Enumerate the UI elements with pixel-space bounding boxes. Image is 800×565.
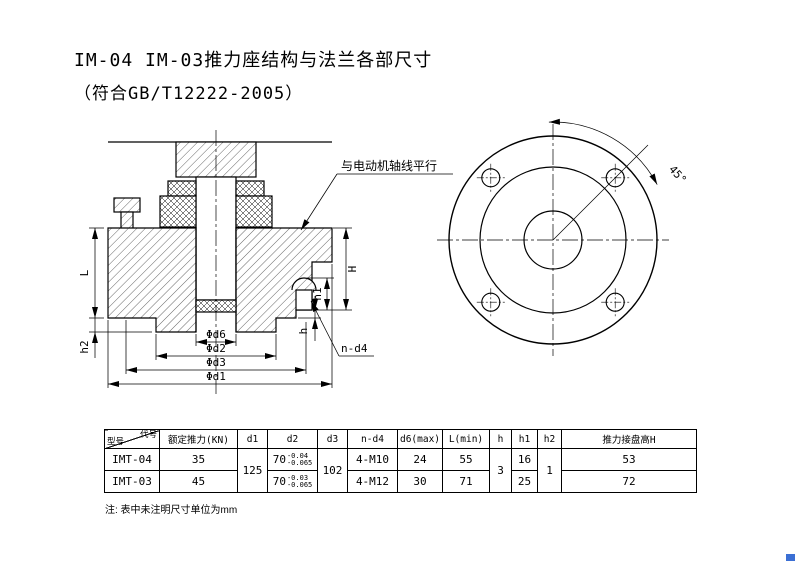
dim-label-h: h <box>297 328 310 335</box>
header-code-label: 代号 <box>139 430 157 440</box>
dim-label-H: H <box>346 266 359 273</box>
axis-leader-annotation: 与电动机轴线平行 <box>300 158 453 231</box>
cell-h1-1: 25 <box>511 470 538 493</box>
washer-right-section <box>235 180 265 197</box>
cell-n-d4-0: 4-M10 <box>347 448 398 471</box>
header-l-min: L(min) <box>442 429 490 449</box>
axis-parallel-note: 与电动机轴线平行 <box>341 158 437 173</box>
cell-H-1: 72 <box>561 470 697 493</box>
d2-base-1: 70 <box>272 474 286 488</box>
header-d1: d1 <box>237 429 268 449</box>
header-n-d4: n-d4 <box>347 429 398 449</box>
angle-dimension-arc <box>548 118 658 185</box>
dim-label-d1: Φd1 <box>206 370 226 383</box>
page-title: IM-04 IM-03推力座结构与法兰各部尺寸 <box>74 50 433 71</box>
d2-lower-tolerance-1: -0.065 <box>286 480 313 489</box>
dim-label-L: L <box>78 269 91 276</box>
cell-H-0: 53 <box>561 448 697 471</box>
d2-upper-tolerance-1: -0.03 <box>286 473 309 482</box>
dim-label-h1: h1 <box>311 287 324 300</box>
header-h1: h1 <box>511 429 538 449</box>
plug-bolt-dome <box>291 277 317 291</box>
section-dimension-labels: L h2 H h1 h Φd6 Φd2 Φd3 Φd1 n-d4 <box>78 266 368 383</box>
section-view <box>107 130 333 394</box>
cell-l-min-0: 55 <box>442 448 490 471</box>
table-row-imt04: IMT-04 35 125 70-0.04-0.065 102 4-M10 24… <box>104 448 697 493</box>
header-d3: d3 <box>317 429 348 449</box>
locknut-left-section <box>159 195 197 228</box>
side-bolt-head <box>113 197 141 213</box>
table-header-row: 代号 型号 额定推力(KN) d1 d2 d3 n-d4 d6(max) L(m… <box>104 429 697 449</box>
cell-h1-0: 16 <box>511 448 538 471</box>
table-row-imt03: IMT-03 45 70-0.03-0.065 4-M12 30 71 25 7… <box>104 470 697 493</box>
leader-n-d4 <box>310 300 340 357</box>
cell-d6-1: 30 <box>397 470 443 493</box>
flange-view: 45° <box>437 118 689 356</box>
dim-label-d2: Φd2 <box>206 342 226 355</box>
header-thrust-plate-height: 推力接盘高H <box>561 429 697 449</box>
cell-d6-0: 24 <box>397 448 443 471</box>
plug-bolt-stem <box>295 289 313 311</box>
dim-label-n-d4: n-d4 <box>341 342 368 355</box>
dim-label-d3: Φd3 <box>206 356 226 369</box>
cell-model-1: IMT-03 <box>104 470 160 493</box>
page-subtitle: （符合GB/T12222-2005） <box>74 84 304 104</box>
cell-n-d4-1: 4-M12 <box>347 470 398 493</box>
angle-label: 45° <box>666 163 689 186</box>
d2-lower-tolerance-0: -0.065 <box>286 458 313 467</box>
header-h2: h2 <box>537 429 562 449</box>
leader-arrow-line <box>300 173 338 231</box>
locknut-right-section <box>235 195 273 228</box>
cell-h-merged: 3 <box>489 448 512 493</box>
cell-model-0: IMT-04 <box>104 448 160 471</box>
cell-d3-merged: 102 <box>317 448 348 493</box>
header-h: h <box>489 429 512 449</box>
cell-h2-merged: 1 <box>537 448 562 493</box>
cell-rated-thrust-1: 45 <box>159 470 238 493</box>
dimension-table: 代号 型号 额定推力(KN) d1 d2 d3 n-d4 d6(max) L(m… <box>104 429 697 493</box>
table-note: 注: 表中未注明尺寸单位为mm <box>105 505 238 516</box>
section-dimensions <box>89 227 374 388</box>
d2-upper-tolerance-0: -0.04 <box>286 451 309 460</box>
cell-d2-1: 70-0.03-0.065 <box>267 470 318 493</box>
dim-label-h2: h2 <box>78 340 91 353</box>
bolt-axis-45-line <box>552 144 649 241</box>
washer-left-section <box>167 180 197 197</box>
cell-d2-0: 70-0.04-0.065 <box>267 448 318 471</box>
d2-base-0: 70 <box>272 452 286 466</box>
dim-label-d6: Φd6 <box>206 328 226 341</box>
header-rated-thrust: 额定推力(KN) <box>159 429 238 449</box>
header-model-label: 型号 <box>107 437 125 447</box>
header-d2: d2 <box>267 429 318 449</box>
header-model-code-cell: 代号 型号 <box>104 429 160 449</box>
thrust-seat-body-right <box>235 227 333 333</box>
cell-d1-merged: 125 <box>237 448 268 493</box>
cell-rated-thrust-0: 35 <box>159 448 238 471</box>
page-corner-mark <box>786 554 795 561</box>
header-d6-max: d6(max) <box>397 429 443 449</box>
thrust-seat-body-left <box>107 227 197 333</box>
cell-l-min-1: 71 <box>442 470 490 493</box>
